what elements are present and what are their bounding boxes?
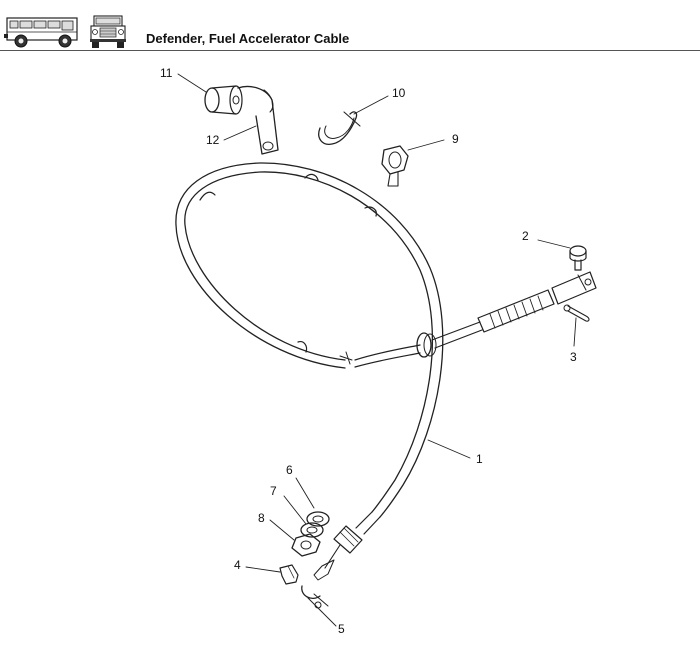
stud-part: [279, 564, 299, 585]
callout-9: 9: [452, 132, 459, 146]
washer-6: [306, 511, 330, 527]
callout-5: 5: [338, 622, 345, 636]
callout-7: 7: [270, 484, 277, 498]
callout-3: 3: [570, 350, 577, 364]
bracket-part: [237, 85, 279, 155]
retaining-clip: [381, 145, 409, 187]
vehicle-side-view-icon: [4, 17, 78, 48]
cable-end-clip: [301, 585, 329, 613]
callout-10: 10: [392, 86, 406, 100]
header-divider: [0, 50, 700, 51]
split-pin: [563, 304, 590, 322]
callout-11: 11: [160, 66, 173, 80]
cable-tie: [318, 111, 361, 145]
callout-8: 8: [258, 511, 265, 525]
grommet-part: [204, 85, 243, 115]
page-title: Defender, Fuel Accelerator Cable: [146, 31, 350, 46]
washer-7: [300, 522, 324, 538]
callout-labels: 1 2 3 4 5 6 7 8 9 10 11 12: [160, 66, 577, 636]
vehicle-front-view-icon: [90, 15, 126, 48]
callout-6: 6: [286, 463, 293, 477]
accelerator-cable: [175, 162, 597, 581]
page-header: Defender, Fuel Accelerator Cable: [0, 0, 700, 52]
callout-12: 12: [206, 133, 220, 147]
callout-4: 4: [234, 558, 241, 572]
callout-1: 1: [476, 452, 483, 466]
nut-part: [291, 533, 321, 557]
callout-2: 2: [522, 229, 529, 243]
leader-lines: [177, 73, 577, 627]
clevis-pin: [569, 245, 587, 271]
